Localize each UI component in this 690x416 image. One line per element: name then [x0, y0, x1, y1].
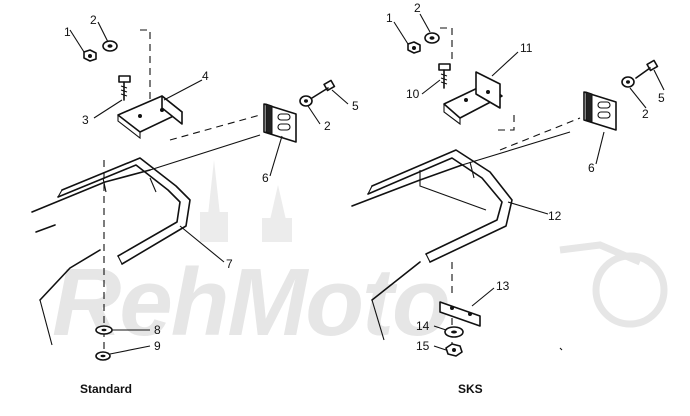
- callout-1-sks: 1: [386, 11, 393, 25]
- hood-edge-upper-right: [149, 134, 261, 171]
- callout-1-standard: 1: [64, 25, 71, 39]
- callout-5-sks: 5: [658, 91, 665, 105]
- watermark-church-icon: [200, 160, 292, 242]
- bolt-3-icon: [118, 75, 131, 101]
- nut-1-icon: [83, 49, 97, 62]
- sks-hood-front-edge: [371, 261, 421, 301]
- washer-2-sks-icon: [424, 32, 440, 44]
- caption-standard: Standard: [80, 382, 132, 396]
- washer-2b-icon: [299, 95, 313, 107]
- callout-6-sks: 6: [588, 161, 595, 175]
- callout-2-sks: 2: [414, 1, 421, 15]
- standard-assembly: [31, 21, 349, 361]
- watermark-motorcycle-icon: [559, 241, 668, 328]
- callout-15-sks: 15: [416, 339, 430, 353]
- callout-9-standard: 9: [154, 339, 161, 353]
- bolt-5-icon: [311, 79, 336, 99]
- nut-9-icon: [95, 351, 111, 361]
- washer-14-icon: [444, 326, 464, 338]
- callout-12-sks: 12: [548, 209, 562, 223]
- washer-2-icon: [102, 40, 118, 52]
- bumper-sks: [367, 149, 513, 263]
- callout-13-sks: 13: [496, 279, 510, 293]
- washer-2b-sks-icon: [621, 76, 635, 88]
- hood-front-edge: [39, 249, 101, 301]
- sks-assembly: [351, 13, 665, 357]
- end-plate-6-sks-icon: [583, 91, 617, 131]
- bolt-5-sks-icon: [635, 59, 659, 79]
- callout-2b-standard: 2: [324, 119, 331, 133]
- washer-8-icon: [95, 325, 113, 335]
- bracket-11-icon: [443, 71, 503, 126]
- callout-2-standard: 2: [90, 13, 97, 27]
- callout-8-standard: 8: [154, 323, 161, 337]
- callout-3-standard: 3: [82, 113, 89, 127]
- callout-2b-sks: 2: [642, 107, 649, 121]
- nut-1-sks-icon: [407, 41, 421, 54]
- strap-13-icon: [439, 301, 481, 327]
- callout-10-sks: 10: [406, 87, 420, 101]
- callout-11-sks: 11: [520, 41, 533, 55]
- bracket-4-icon: [117, 95, 183, 140]
- caption-sks: SKS: [458, 382, 483, 396]
- bolt-10-icon: [438, 63, 451, 89]
- bumper-standard: [57, 157, 191, 265]
- callout-4-standard: 4: [202, 69, 209, 83]
- hood-edge-lower: [35, 224, 56, 233]
- callout-7-standard: 7: [226, 257, 233, 271]
- watermark-text: RehMoto: [52, 249, 449, 356]
- callout-14-sks: 14: [416, 319, 430, 333]
- hood-edge-upper-left: [31, 169, 151, 213]
- callout-5-standard: 5: [352, 99, 359, 113]
- nut-15-icon: [445, 343, 463, 357]
- end-plate-6-icon: [263, 103, 297, 143]
- callout-6-standard: 6: [262, 171, 269, 185]
